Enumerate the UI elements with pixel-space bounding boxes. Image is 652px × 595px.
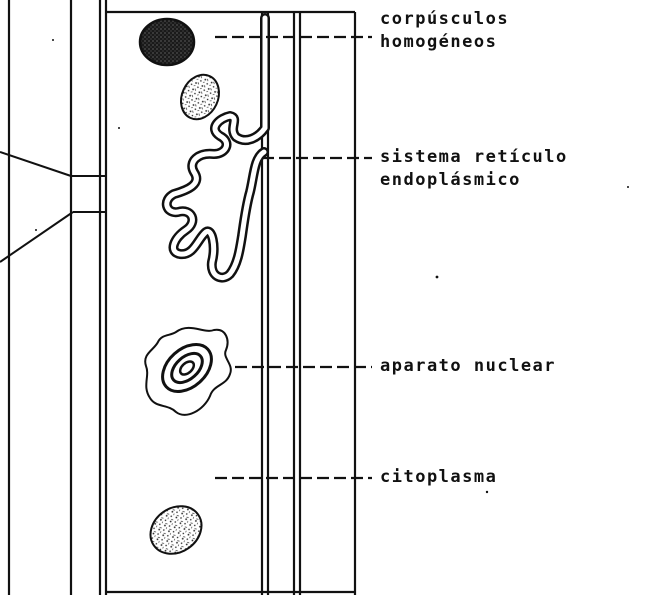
speck [52,39,54,41]
label-corpusculos-line2: homogéneos [380,32,497,53]
speckled-corpuscle-lower [141,496,210,563]
label-citoplasma: citoplasma [380,467,497,488]
nucleus [145,328,231,415]
label-reticulo-line2: endoplásmico [380,170,521,191]
nuclear-envelope [145,328,231,415]
connector-line-lower [0,212,73,262]
speck [35,229,37,231]
nucleus-ring-outer [153,335,220,401]
nucleolus [178,359,197,377]
connector-line-upper [0,152,71,176]
speck [627,186,629,188]
speck [118,127,120,129]
label-reticulo-line1: sistema retículo [380,147,568,168]
scan-specks [35,39,629,493]
label-aparato-nuclear: aparato nuclear [380,356,556,377]
plasmodesma-connector [0,152,106,262]
dense-corpuscle [140,19,194,65]
label-corpusculos-line1: corpúsculos [380,9,509,30]
speck [436,276,439,279]
speck [486,491,488,493]
